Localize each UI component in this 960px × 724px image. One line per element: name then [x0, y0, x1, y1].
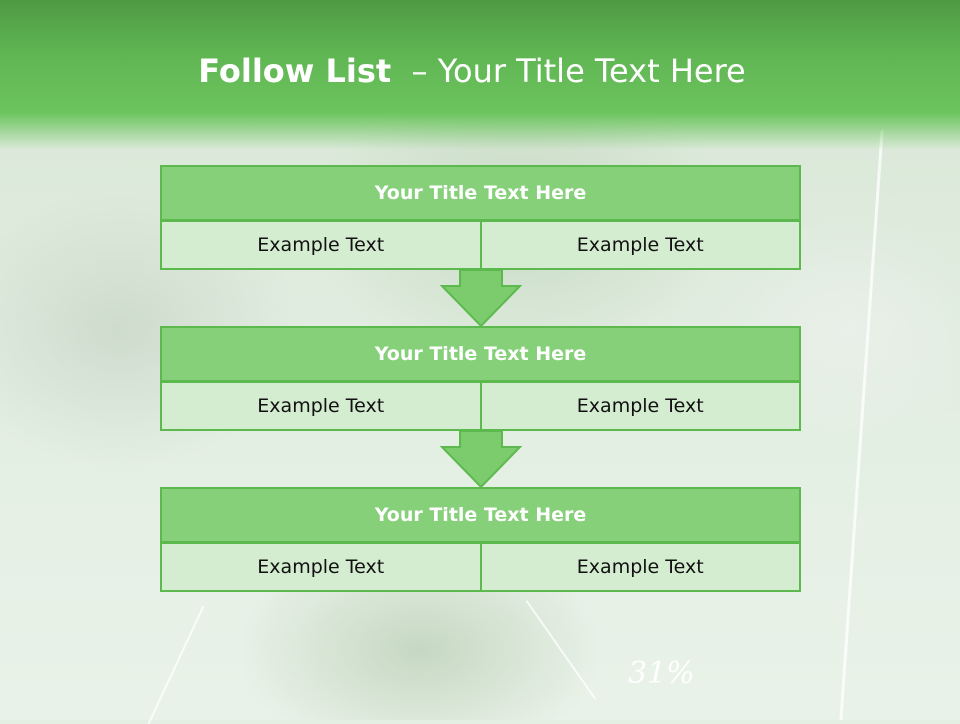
down-arrow-icon — [440, 270, 522, 328]
list-block: Your Title Text Here Example Text Exampl… — [160, 165, 801, 270]
title-bar — [0, 0, 960, 150]
down-arrow-icon — [440, 431, 522, 489]
block-title: Your Title Text Here — [160, 487, 801, 543]
block-title: Your Title Text Here — [160, 165, 801, 221]
block-row: Example Text Example Text — [160, 381, 801, 431]
list-block: Your Title Text Here Example Text Exampl… — [160, 487, 801, 592]
slide-title-bold: Follow List — [198, 52, 392, 90]
slide-title-rest: – Your Title Text Here — [391, 52, 746, 90]
block-row: Example Text Example Text — [160, 220, 801, 270]
block-cell-right: Example Text — [479, 381, 801, 431]
block-row: Example Text Example Text — [160, 542, 801, 592]
block-title: Your Title Text Here — [160, 326, 801, 382]
block-cell-right: Example Text — [479, 542, 801, 592]
block-cell-left: Example Text — [160, 220, 482, 270]
block-cell-right: Example Text — [479, 220, 801, 270]
block-cell-left: Example Text — [160, 542, 482, 592]
block-cell-left: Example Text — [160, 381, 482, 431]
slide-title: Follow List – Your Title Text Here — [0, 52, 944, 90]
background-percent-label: 31% — [628, 656, 695, 691]
list-block: Your Title Text Here Example Text Exampl… — [160, 326, 801, 431]
